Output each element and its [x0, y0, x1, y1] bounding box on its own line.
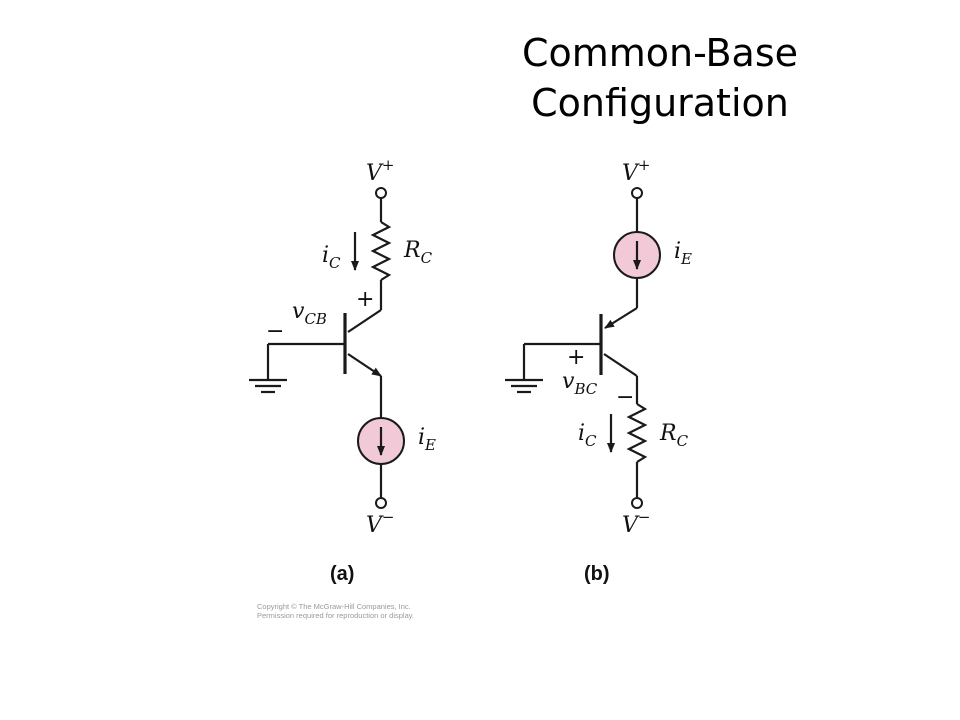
a-plus-sign: + — [356, 287, 374, 312]
a-ic-label: iC — [322, 243, 341, 272]
b-ie-label: iE — [674, 239, 692, 268]
a-rc-label: RC — [403, 238, 433, 267]
circuit-b: V+ V− iE + vBC − iC — [505, 156, 692, 585]
a-ground-icon — [249, 378, 287, 394]
title-line-1: Common-Base — [521, 31, 799, 75]
b-caption: (b) — [584, 563, 610, 585]
a-collector-lead — [347, 309, 382, 333]
b-resistor-rc — [626, 403, 648, 463]
copyright-line-1: Copyright © The McGraw-Hill Companies, I… — [257, 602, 411, 611]
b-supply-top-label: V+ — [622, 156, 650, 186]
a-ie-label: iE — [418, 425, 436, 454]
b-collector-lead — [603, 353, 638, 377]
a-emitter-arrow — [347, 353, 382, 377]
a-supply-bottom-label: V− — [366, 508, 394, 538]
a-vcb-label: vCB — [292, 299, 327, 328]
a-top-terminal — [375, 187, 387, 199]
b-ic-label: iC — [578, 421, 597, 450]
b-plus-sign: + — [567, 345, 585, 370]
circuit-a: V+ V− iC RC + vCB − — [249, 156, 436, 585]
b-minus-sign: − — [616, 385, 634, 410]
b-supply-bottom-label: V− — [622, 508, 650, 538]
b-top-terminal — [631, 187, 643, 199]
a-caption: (a) — [330, 563, 354, 585]
copyright-line-2: Permission required for reproduction or … — [257, 611, 414, 620]
b-bottom-terminal — [631, 497, 643, 509]
slide-title: Common-Base Configuration — [440, 28, 880, 128]
b-emitter-arrow — [604, 307, 638, 329]
b-vbc-label: vBC — [562, 369, 598, 398]
title-line-2: Configuration — [531, 81, 789, 125]
a-resistor-rc — [370, 221, 392, 281]
b-ground-icon — [505, 378, 543, 394]
a-bottom-terminal — [375, 497, 387, 509]
a-minus-sign: − — [266, 319, 284, 344]
a-supply-top-label: V+ — [366, 156, 394, 186]
b-rc-label: RC — [659, 421, 689, 450]
